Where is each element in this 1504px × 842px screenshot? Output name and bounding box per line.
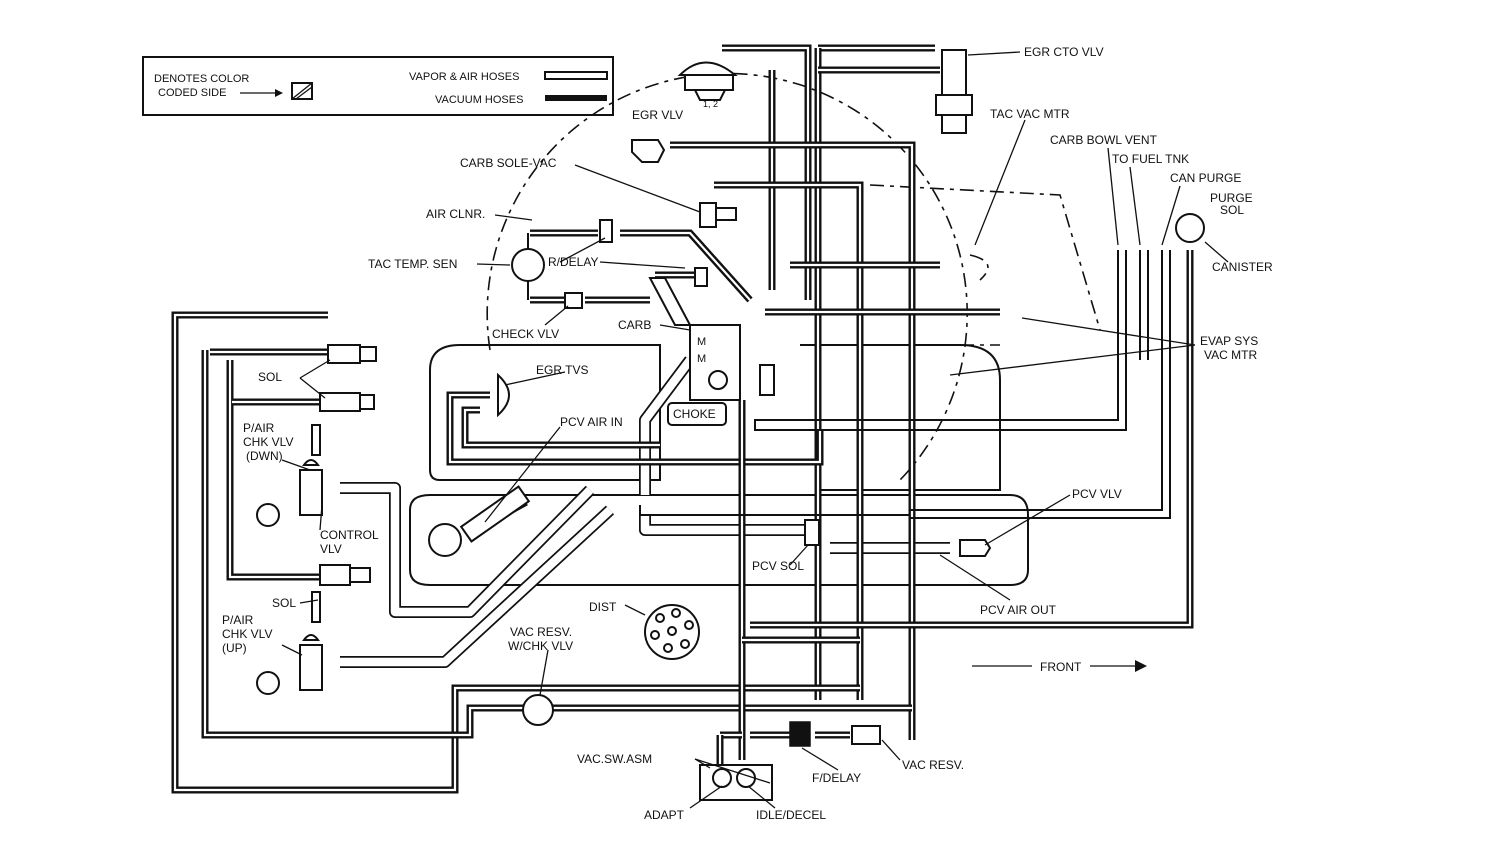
egr-tvs-icon (497, 372, 510, 418)
check-valve-icon (564, 292, 583, 309)
label-carb: CARB (618, 318, 651, 332)
pcv-air-in-icon (428, 485, 531, 557)
label-canister: CANISTER (1212, 260, 1273, 274)
label-pcv-air-out: PCV AIR OUT (980, 603, 1057, 617)
intake-outline-right (800, 344, 1001, 491)
label-to-fuel-tnk: TO FUEL TNK (1112, 152, 1189, 166)
egr-cto-valve-icon (935, 49, 973, 134)
label-sol-bottom: SOL (272, 596, 296, 610)
legend: DENOTES COLOR CODED SIDE VAPOR & AIR HOS… (142, 56, 614, 116)
vent-lines (639, 250, 1171, 519)
label-f-delay: F/DELAY (812, 771, 861, 785)
labels: EGR VLV EGR CTO VLV TAC VAC MTR CARB BOW… (222, 45, 1273, 822)
tac-vac-mtr-icon (969, 254, 989, 281)
vac-sw-asm-icon (699, 764, 773, 801)
label-pcv-air-in: PCV AIR IN (560, 415, 623, 429)
components: 1, 2 M M (256, 49, 1205, 801)
label-vac-resv: VAC RESV. (902, 758, 964, 772)
label-carb-bowl-vent: CARB BOWL VENT (1050, 133, 1158, 147)
label-tac-vac-mtr: TAC VAC MTR (990, 107, 1070, 121)
air-cleaner-outline (486, 72, 968, 481)
label-evap-sys-line1: EVAP SYS (1200, 334, 1258, 348)
label-adapt: ADAPT (644, 808, 685, 822)
legend-color-coded-line2: CODED SIDE (158, 87, 226, 99)
tac-temp-sensor-icon (511, 233, 545, 300)
label-r-delay: R/DELAY (548, 255, 598, 269)
label-air-clnr: AIR CLNR. (426, 207, 485, 221)
pcv-valve-icon (959, 539, 992, 557)
label-pcv-vlv: PCV VLV (1072, 487, 1122, 501)
carb-bracket-icon (648, 277, 692, 326)
label-dist: DIST (589, 600, 617, 614)
carb-switch-icon (759, 364, 775, 396)
carb-body: M M (667, 324, 741, 426)
label-control-vlv-line1: CONTROL (320, 528, 379, 542)
evap-vac-outline (869, 184, 1101, 331)
label-vac-sw-asm: VAC.SW.ASM (577, 752, 652, 766)
legend-vacuum-hose-sample (545, 95, 607, 101)
label-p-air-up-line1: P/AIR (222, 613, 254, 627)
front-arrow-icon (1135, 660, 1147, 672)
f-delay-icon (789, 721, 811, 747)
carb-fitting-icon (694, 267, 708, 287)
legend-vapor-air-hoses: VAPOR & AIR HOSES (409, 71, 519, 83)
label-vac-resv-chk-line1: VAC RESV. (510, 625, 572, 639)
label-purge-sol-line2: SOL (1220, 203, 1244, 217)
label-choke: CHOKE (673, 407, 716, 421)
label-vac-resv-chk-line2: W/CHK VLV (508, 639, 573, 653)
sol-top-icon (319, 344, 377, 412)
legend-vacuum-hoses: VACUUM HOSES (435, 94, 523, 106)
label-idle-decel: IDLE/DECEL (756, 808, 826, 822)
label-tac-temp-sen: TAC TEMP. SEN (368, 257, 457, 271)
label-sol-top: SOL (258, 370, 282, 384)
sol-bottom-icon (311, 564, 371, 623)
carb-port-m1: M (697, 336, 706, 348)
label-p-air-up-line3: (UP) (222, 641, 247, 655)
label-check-vlv: CHECK VLV (492, 327, 559, 341)
vac-resv-icon (851, 725, 881, 745)
r-delay-valve-icon (599, 219, 613, 243)
carb-sole-vac-icon (699, 202, 737, 228)
legend-vapor-hose-sample (544, 71, 608, 80)
legend-color-coded-line1: DENOTES COLOR (154, 73, 249, 85)
label-pcv-sol: PCV SOL (752, 559, 804, 573)
choke-box (667, 402, 727, 426)
legend-arrowhead-icon (275, 89, 283, 97)
label-egr-vlv: EGR VLV (632, 108, 683, 122)
label-p-air-dwn-line1: P/AIR (243, 421, 275, 435)
label-evap-sys-line2: VAC MTR (1204, 348, 1257, 362)
engine-block-outline (409, 494, 1029, 586)
label-purge-sol-line1: PURGE (1210, 191, 1253, 205)
pcv-sol-icon (804, 519, 820, 546)
vac-resv-chk-vlv-icon (522, 694, 554, 726)
intake-outline-left (429, 344, 661, 481)
air-hoses (340, 356, 950, 668)
purge-sol-icon (1175, 213, 1205, 243)
label-can-purge: CAN PURGE (1170, 171, 1241, 185)
label-egr-cto-vlv: EGR CTO VLV (1024, 45, 1104, 59)
p-air-chk-vlv-dwn-icon (256, 424, 323, 527)
p-air-chk-vlv-up-icon (256, 634, 323, 695)
label-p-air-dwn-line3: (DWN) (246, 449, 283, 463)
egr-vlv-fitting-icon (631, 139, 666, 163)
distributor-cap-icon (644, 604, 700, 660)
label-egr-tvs: EGR TVS (536, 363, 588, 377)
carb-port-m2: M (697, 353, 706, 365)
vacuum-hoses (171, 44, 1194, 794)
label-front: FRONT (1040, 660, 1082, 674)
label-p-air-dwn-line2: CHK VLV (243, 435, 293, 449)
leader-lines (281, 51, 1229, 809)
egr-vlv-port-label: 1, 2 (703, 99, 718, 109)
label-p-air-up-line2: CHK VLV (222, 627, 272, 641)
label-carb-sole-vac: CARB SOLE-VAC (460, 156, 557, 170)
egr-valve-icon: 1, 2 (677, 61, 738, 109)
engine-outline (409, 72, 1101, 586)
label-control-vlv-line2: VLV (320, 542, 342, 556)
legend-box (142, 56, 614, 116)
